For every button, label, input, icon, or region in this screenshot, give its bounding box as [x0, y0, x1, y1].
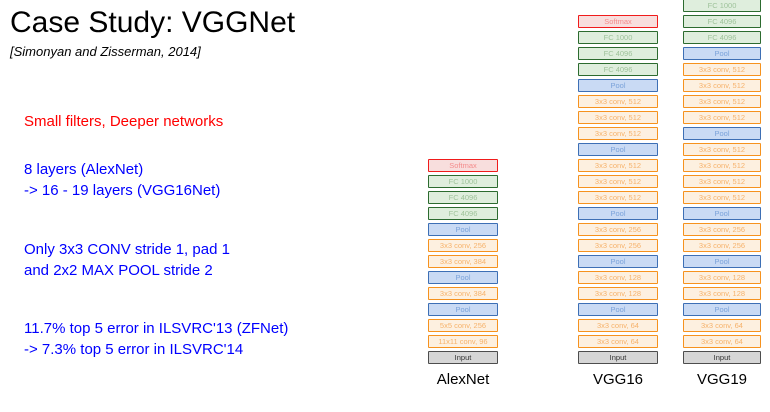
layer-block-fc: FC 1000 [428, 175, 498, 188]
layer-block-pool: Pool [578, 79, 658, 92]
layer-block-conv: 3x3 conv, 384 [428, 287, 498, 300]
layer-block-pool: Pool [683, 207, 761, 220]
layer-block-conv: 3x3 conv, 64 [578, 319, 658, 332]
page-title: Case Study: VGGNet [10, 6, 296, 39]
layer-block-conv: 3x3 conv, 256 [578, 239, 658, 252]
layer-block-conv: 3x3 conv, 512 [683, 175, 761, 188]
layer-block-conv: 3x3 conv, 128 [683, 287, 761, 300]
layer-block-pool: Pool [683, 127, 761, 140]
layer-block-fc: FC 4096 [428, 191, 498, 204]
citation-reference: [Simonyan and Zisserman, 2014] [10, 44, 201, 59]
layer-block-conv: 3x3 conv, 512 [683, 63, 761, 76]
layer-block-conv: 3x3 conv, 512 [683, 143, 761, 156]
layer-block-conv: 3x3 conv, 128 [578, 271, 658, 284]
body-text-line: 11.7% top 5 error in ILSVRC'13 (ZFNet) [24, 320, 289, 337]
body-text-line: -> 16 - 19 layers (VGG16Net) [24, 182, 221, 199]
layer-block-pool: Pool [428, 303, 498, 316]
layer-block-fc: FC 4096 [683, 15, 761, 28]
layer-block-conv: 3x3 conv, 64 [683, 335, 761, 348]
layer-block-input: Input [428, 351, 498, 364]
layer-block-pool: Pool [578, 303, 658, 316]
layer-block-fc: FC 4096 [578, 47, 658, 60]
layer-block-conv: 5x5 conv, 256 [428, 319, 498, 332]
layer-block-conv: 3x3 conv, 128 [578, 287, 658, 300]
layer-block-pool: Pool [578, 207, 658, 220]
layer-block-conv: 3x3 conv, 256 [428, 239, 498, 252]
layer-block-pool: Pool [428, 271, 498, 284]
column-label-alexnet: AlexNet [436, 371, 490, 388]
layer-block-conv: 3x3 conv, 512 [683, 159, 761, 172]
layer-block-pool: Pool [683, 47, 761, 60]
layer-block-conv: 3x3 conv, 512 [578, 191, 658, 204]
layer-block-conv: 3x3 conv, 512 [578, 159, 658, 172]
layer-block-softmax: Softmax [428, 159, 498, 172]
layer-block-conv: 3x3 conv, 384 [428, 255, 498, 268]
layer-block-pool: Pool [683, 255, 761, 268]
layer-block-conv: 3x3 conv, 512 [683, 95, 761, 108]
body-text-line: Only 3x3 CONV stride 1, pad 1 [24, 241, 230, 258]
architecture-column-alexnet: Input 11x11 conv, 96 5x5 conv, 256 Pool 3x3 … [428, 156, 498, 364]
layer-block-conv: 3x3 conv, 256 [683, 239, 761, 252]
layer-block-conv: 11x11 conv, 96 [428, 335, 498, 348]
layer-block-fc: FC 1000 [578, 31, 658, 44]
architecture-column-vgg19: Input 3x3 conv, 64 3x3 conv, 64 Pool 3x3 con… [683, 0, 761, 364]
body-text-line: Small filters, Deeper networks [24, 113, 224, 130]
layer-block-input: Input [683, 351, 761, 364]
layer-block-conv: 3x3 conv, 512 [578, 95, 658, 108]
layer-block-pool: Pool [428, 223, 498, 236]
column-label-vgg19: VGG19 [696, 371, 748, 388]
layer-block-conv: 3x3 conv, 512 [578, 111, 658, 124]
layer-block-conv: 3x3 conv, 64 [578, 335, 658, 348]
layer-block-conv: 3x3 conv, 128 [683, 271, 761, 284]
column-label-vgg16: VGG16 [592, 371, 644, 388]
layer-block-conv: 3x3 conv, 512 [683, 79, 761, 92]
body-text-line: 8 layers (AlexNet) [24, 161, 144, 178]
layer-block-softmax: Softmax [578, 15, 658, 28]
layer-block-fc: FC 4096 [578, 63, 658, 76]
layer-block-conv: 3x3 conv, 64 [683, 319, 761, 332]
layer-block-conv: 3x3 conv, 512 [683, 191, 761, 204]
layer-block-pool: Pool [578, 255, 658, 268]
layer-block-conv: 3x3 conv, 512 [578, 175, 658, 188]
body-text-line: -> 7.3% top 5 error in ILSVRC'14 [24, 341, 244, 358]
layer-block-pool: Pool [578, 143, 658, 156]
layer-block-conv: 3x3 conv, 512 [683, 111, 761, 124]
layer-block-fc: FC 4096 [683, 31, 761, 44]
layer-block-fc: FC 4096 [428, 207, 498, 220]
layer-block-pool: Pool [683, 303, 761, 316]
layer-block-conv: 3x3 conv, 256 [683, 223, 761, 236]
layer-block-conv: 3x3 conv, 256 [578, 223, 658, 236]
layer-block-conv: 3x3 conv, 512 [578, 127, 658, 140]
body-text-line: and 2x2 MAX POOL stride 2 [24, 262, 213, 279]
architecture-column-vgg16: Input 3x3 conv, 64 3x3 conv, 64 Pool 3x3 con… [578, 12, 658, 364]
layer-block-input: Input [578, 351, 658, 364]
layer-block-fc: FC 1000 [683, 0, 761, 12]
